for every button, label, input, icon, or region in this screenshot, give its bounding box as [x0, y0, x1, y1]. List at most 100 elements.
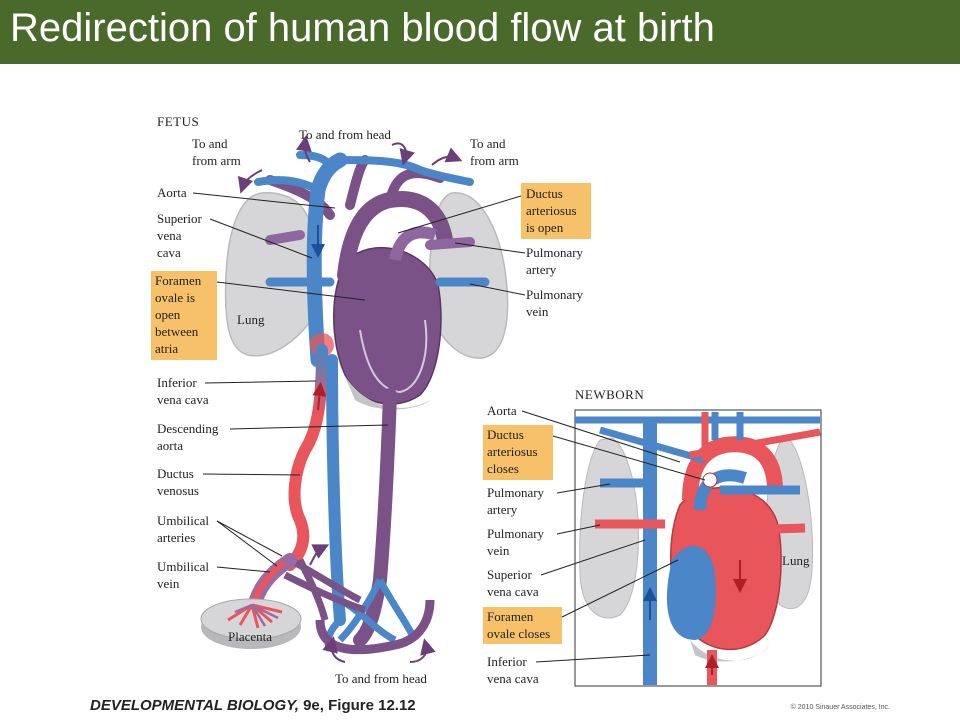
desc-aorta-leader: [229, 424, 389, 430]
ductus-venosus-label-line1: Ductus: [157, 466, 194, 481]
copyright-notice: © 2010 Sinauer Associates, Inc.: [790, 704, 890, 711]
newborn-foramen-leader: [561, 559, 679, 618]
to-from-arm-left-line2: from arm: [192, 153, 241, 168]
title-bar: Redirection of human blood flow at birth: [0, 0, 960, 64]
newborn-foramen-highlight-box: [483, 607, 562, 644]
fetus-heart: [333, 246, 442, 405]
fetus-ivc-arrow: [312, 382, 327, 411]
svc-label-line1: Superior: [157, 211, 202, 226]
newborn-aorta-label: Aorta: [487, 403, 517, 418]
newborn-pulmonary-veins: [595, 519, 806, 535]
ductus-venosus-label-line2: venosus: [157, 483, 199, 498]
newborn-pulm-artery-label-line1: Pulmonary: [487, 485, 545, 500]
blood-flow-diagram: FETUS Placenta: [151, 114, 822, 687]
newborn-svc-label-line1: Superior: [487, 567, 532, 582]
newborn-right-ventricle: [666, 545, 716, 640]
ivc-label-line2: vena cava: [157, 392, 209, 407]
placenta: [200, 598, 302, 640]
newborn-foramen-label-line1: Foramen: [487, 609, 534, 624]
fetus-bottom-arrow-right: [409, 638, 436, 663]
foramen-label-line3: open: [155, 307, 181, 322]
placenta-label: Placenta: [228, 629, 272, 644]
newborn-ductus-label-line1: Ductus: [487, 427, 524, 442]
fetus-pulmonary-trunk: [389, 226, 437, 262]
newborn-lung-label: Lung: [782, 553, 810, 568]
pulm-vein-leader: [469, 283, 526, 296]
to-from-head-bottom: To and from head: [335, 671, 427, 686]
ductus-art-label-line2: arteriosus: [526, 203, 577, 218]
newborn-ductus-label-line2: arteriosus: [487, 444, 538, 459]
fetus-head-vessels-blue: [254, 151, 474, 194]
to-from-arm-right-line2: from arm: [470, 153, 519, 168]
ivc-label-line1: Inferior: [157, 375, 197, 390]
newborn-heading: NEWBORN: [575, 387, 644, 402]
figure-number: 9e, Figure 12.12: [298, 697, 416, 714]
newborn-panel: NEWBORN Aorta Ductus arteriosus closes P…: [483, 387, 822, 687]
to-from-arm-left-line1: To and: [192, 136, 228, 151]
newborn-ductus-label-line3: closes: [487, 461, 519, 476]
umb-vein-leader: [216, 566, 271, 573]
newborn-ductus-highlight-box: [483, 425, 553, 480]
umb-vein-label-line1: Umbilical: [157, 559, 209, 574]
ivc-leader: [204, 380, 317, 384]
umbilical-cord: [249, 553, 297, 607]
newborn-top-vessels-red: [689, 412, 821, 460]
fetus-heart-shadow: [338, 360, 430, 410]
umb-arteries-leader-2: [216, 520, 278, 567]
fetus-heading: FETUS: [157, 114, 199, 129]
desc-aorta-label-line2: aorta: [157, 438, 183, 453]
svc-label-line3: cava: [157, 245, 181, 260]
pulm-artery-label-line1: Pulmonary: [526, 245, 584, 260]
newborn-ductus-closed: [702, 472, 718, 488]
pulm-artery-leader: [454, 242, 526, 254]
umb-arteries-label-line1: Umbilical: [157, 513, 209, 528]
fetus-panel: FETUS Placenta: [151, 114, 591, 686]
ductus-arteriosus-highlight-box: [521, 183, 591, 239]
fetus-arm-arrow-right: [431, 147, 463, 166]
newborn-pulm-vein-leader: [556, 524, 601, 535]
pulm-artery-label-line2: artery: [526, 262, 557, 277]
foramen-leader: [216, 281, 366, 301]
newborn-pulm-vein-label-line1: Pulmonary: [487, 526, 545, 541]
ductus-venosus-leader: [202, 473, 301, 476]
fetus-leg-vessels: [324, 578, 419, 652]
aorta-leader: [192, 192, 336, 209]
fetus-heart-chambers: [359, 319, 428, 394]
foramen-label-line4: between: [155, 324, 199, 339]
newborn-foramen-label-line2: ovale closes: [487, 626, 550, 641]
foramen-label-line2: ovale is: [155, 290, 195, 305]
fetus-cord-arrow: [309, 544, 330, 566]
umb-arteries-label-line2: arteries: [157, 530, 195, 545]
newborn-ductus-leader: [552, 435, 706, 481]
newborn-ivc-leader: [535, 654, 651, 663]
newborn-pulm-artery-label-line2: artery: [487, 502, 518, 517]
newborn-ivc-label-line1: Inferior: [487, 654, 527, 669]
foramen-label-line5: atria: [155, 341, 178, 356]
to-from-arm-right-line1: To and: [470, 136, 506, 151]
to-from-head-top: To and from head: [299, 127, 391, 142]
slide-title: Redirection of human blood flow at birth: [10, 6, 715, 50]
newborn-svc-label-line2: vena cava: [487, 584, 539, 599]
foramen-highlight-box: [151, 271, 217, 360]
fetus-arm-arrow-left: [237, 169, 263, 194]
book-title: DEVELOPMENTAL BIOLOGY,: [90, 697, 299, 714]
desc-aorta-label-line1: Descending: [157, 421, 219, 436]
newborn-svc-leader: [540, 539, 646, 576]
fetus-ivc: [284, 344, 328, 571]
umb-vein-label-line2: vein: [157, 576, 180, 591]
newborn-pulm-artery-leader: [556, 483, 611, 494]
newborn-pulm-vein-label-line2: vein: [487, 543, 510, 558]
pulm-vein-label-line1: Pulmonary: [526, 287, 584, 302]
figure-credit: DEVELOPMENTAL BIOLOGY, 9e, Figure 12.12: [90, 697, 416, 714]
ductus-art-label-line1: Ductus: [526, 186, 563, 201]
foramen-label-line1: Foramen: [155, 273, 202, 288]
svc-leader: [209, 218, 313, 259]
umb-arteries-leader-1: [216, 520, 283, 557]
ductus-art-leader: [397, 195, 522, 234]
placenta-vessels: [227, 603, 283, 629]
fetus-pulmonary-artery-branches: [265, 230, 475, 250]
aorta-label: Aorta: [157, 185, 187, 200]
fetus-lung-label: Lung: [237, 312, 265, 327]
svc-label-line2: vena: [157, 228, 182, 243]
placenta-vessels-purple: [234, 603, 279, 627]
